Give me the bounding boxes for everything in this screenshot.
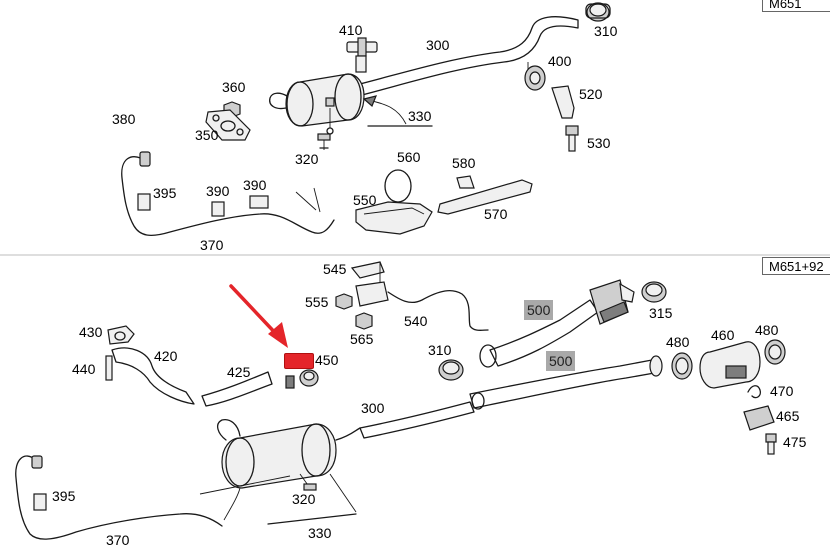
callout-360: 360 [222,79,246,95]
exhaust-pipe-300-bottom[interactable] [359,401,475,439]
callout-320-top: 320 [295,151,319,167]
callout-545: 545 [323,261,347,277]
particulate-filter-bottom[interactable] [216,418,361,489]
nut-565[interactable] [355,312,373,330]
sensor-320-bottom[interactable] [299,473,317,491]
sensor-cable-540[interactable] [387,289,489,331]
callout-475: 475 [783,434,807,450]
sensor-320-top[interactable] [317,133,331,150]
top-exhaust-assembly [121,2,611,237]
pointer-arrow-330-top [367,99,407,125]
callout-320-bottom: 320 [292,491,316,507]
bracket-545[interactable] [350,261,385,279]
callout-370-top: 370 [200,237,224,253]
callout-430: 430 [79,324,103,340]
callout-465: 465 [776,408,800,424]
callout-460: 460 [711,327,735,343]
callout-300-bottom: 300 [361,400,385,416]
exhaust-pipe-300-top [351,16,579,97]
callout-530: 530 [587,135,611,151]
callout-310-bottom: 310 [428,342,452,358]
callout-330-top: 330 [408,108,432,124]
bracket-465[interactable] [743,405,775,431]
spring-470[interactable] [747,385,762,399]
sensor-cable-370-top[interactable] [121,156,335,237]
callout-330-bottom: 330 [308,525,332,541]
highlighted-part-marker[interactable] [284,353,314,369]
downpipe-420[interactable] [111,347,195,405]
bottom-exhaust-assembly [15,261,786,540]
callout-400: 400 [548,53,572,69]
holder-390-b[interactable] [249,195,269,209]
bracket-395-bottom[interactable] [33,493,47,511]
callout-480-b: 480 [755,322,779,338]
clamp-310-bottom[interactable] [438,359,464,381]
nut-555[interactable] [335,293,353,310]
connector-380[interactable] [139,151,151,167]
clamp-480-a[interactable] [671,352,693,380]
variant-tag-top: M651 [762,0,830,12]
callout-550: 550 [353,192,377,208]
heat-shield-570[interactable] [437,179,533,215]
holder-390-a[interactable] [211,201,225,217]
clamp-315[interactable] [641,281,667,303]
clamp-480-b[interactable] [764,339,786,365]
callout-350: 350 [195,127,219,143]
callout-440: 440 [72,361,96,377]
catalyst-500[interactable] [589,279,635,325]
connector-380-bottom[interactable] [31,455,43,469]
callout-520: 520 [579,86,603,102]
stud-440[interactable] [105,355,113,381]
callout-390-b: 390 [243,177,267,193]
callout-420: 420 [154,348,178,364]
callout-390-a: 390 [206,183,230,199]
particulate-filter-top[interactable] [269,73,365,135]
clamp-450[interactable] [285,369,319,389]
silencer-460[interactable] [699,341,761,389]
bracket-395-top[interactable] [137,193,151,211]
callout-395-bottom: 395 [52,488,76,504]
callout-555: 555 [305,294,329,310]
callout-425: 425 [227,364,251,380]
bolt-475[interactable] [765,433,777,455]
callout-570: 570 [484,206,508,222]
pipe-425[interactable] [201,371,273,407]
bolt-530-top[interactable] [565,125,579,152]
rod-330-bottom[interactable] [267,513,357,525]
callout-300-top: 300 [426,37,450,53]
heat-shield-550[interactable] [355,201,433,235]
red-arrow-icon [229,284,288,348]
callout-450: 450 [315,352,339,368]
clamp-310-top[interactable] [585,2,611,22]
callout-480-a: 480 [666,334,690,350]
callout-580: 580 [452,155,476,171]
bracket-520[interactable] [551,85,575,119]
callout-500-rear[interactable]: 500 [546,351,576,371]
callout-410: 410 [339,22,363,38]
callout-315: 315 [649,305,673,321]
sensor-cable-370-bottom[interactable] [15,455,223,540]
gasket-350-top[interactable] [205,109,251,141]
sealing-ring-560[interactable] [384,169,412,203]
callout-500-front[interactable]: 500 [524,300,554,320]
callout-395-top: 395 [153,185,177,201]
callout-565: 565 [350,331,374,347]
callout-380: 380 [112,111,136,127]
clip-580[interactable] [456,175,475,189]
variant-tag-bottom: M651+92 [762,257,830,275]
callout-540: 540 [404,313,428,329]
callout-560: 560 [397,149,421,165]
sensor-module[interactable] [355,281,389,307]
callout-370-bottom: 370 [106,532,130,548]
callout-310-top: 310 [594,23,618,39]
gasket-430[interactable] [107,325,135,345]
rubber-mount-400[interactable] [524,62,546,91]
clip-410[interactable] [346,37,378,73]
callout-470: 470 [770,383,794,399]
